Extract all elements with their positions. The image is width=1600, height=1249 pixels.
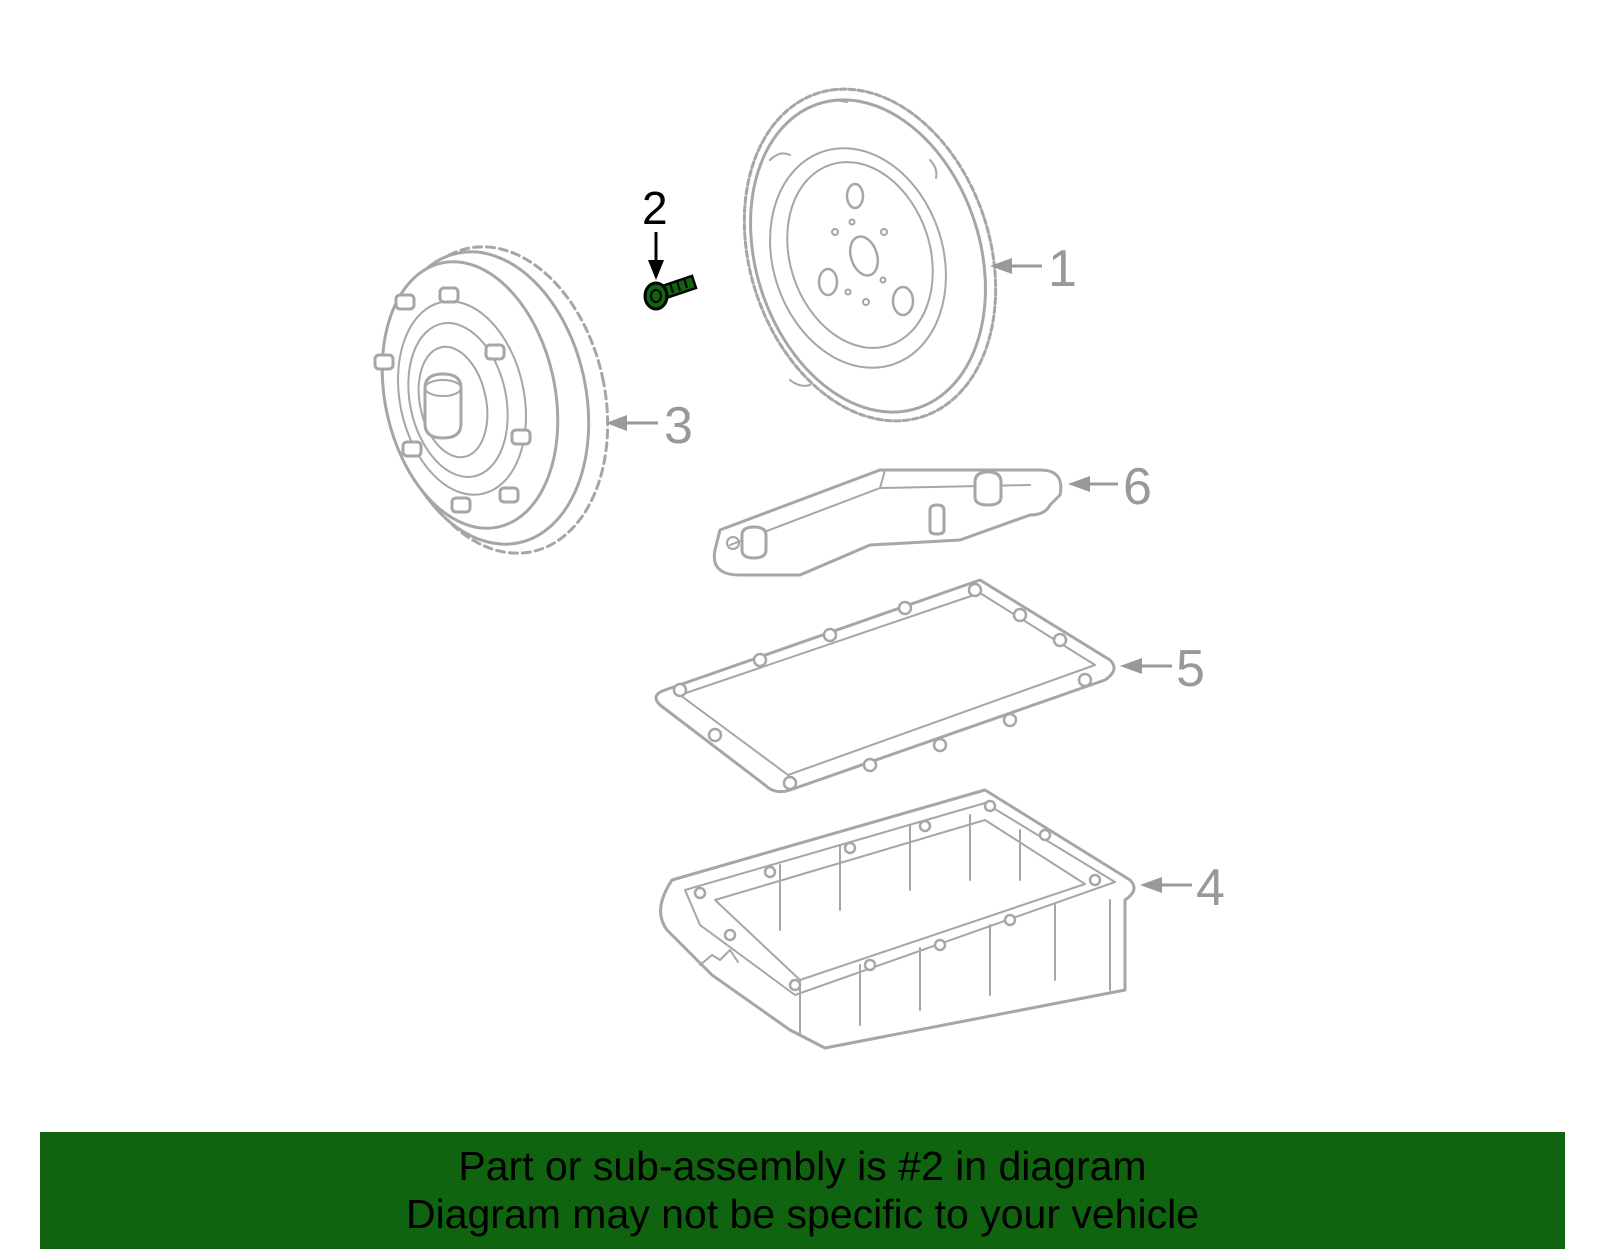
callout-2[interactable]: 2 [642,182,668,280]
callout-label-2: 2 [642,182,668,234]
banner-line-part: Part or sub-assembly is #2 in diagram [458,1143,1147,1189]
callout-5[interactable]: 5 [1120,640,1205,698]
gasket-holes [672,582,1093,791]
flexplate-part-1[interactable] [703,56,1036,454]
callout-4[interactable]: 4 [1140,859,1225,917]
filter-part-6[interactable] [712,468,1063,577]
callout-label-1: 1 [1048,240,1077,298]
callout-1[interactable]: 1 [990,240,1077,298]
oil-pan-part-4[interactable] [659,788,1136,1050]
callout-label-5: 5 [1176,640,1205,698]
callout-6[interactable]: 6 [1068,458,1152,516]
callout-3[interactable]: 3 [606,397,693,455]
callout-label-4: 4 [1196,859,1225,917]
torque-converter-part-3[interactable] [359,227,635,574]
gasket-part-5[interactable] [654,578,1116,794]
pan-bolt-holes [693,799,1102,992]
callout-label-6: 6 [1123,458,1152,516]
info-banner: Part or sub-assembly is #2 in diagram Di… [40,1132,1565,1249]
stud-group [373,286,532,514]
banner-line-disclaimer: Diagram may not be specific to your vehi… [405,1191,1199,1237]
bolt-part-2[interactable] [643,274,698,311]
callout-label-3: 3 [664,397,693,455]
